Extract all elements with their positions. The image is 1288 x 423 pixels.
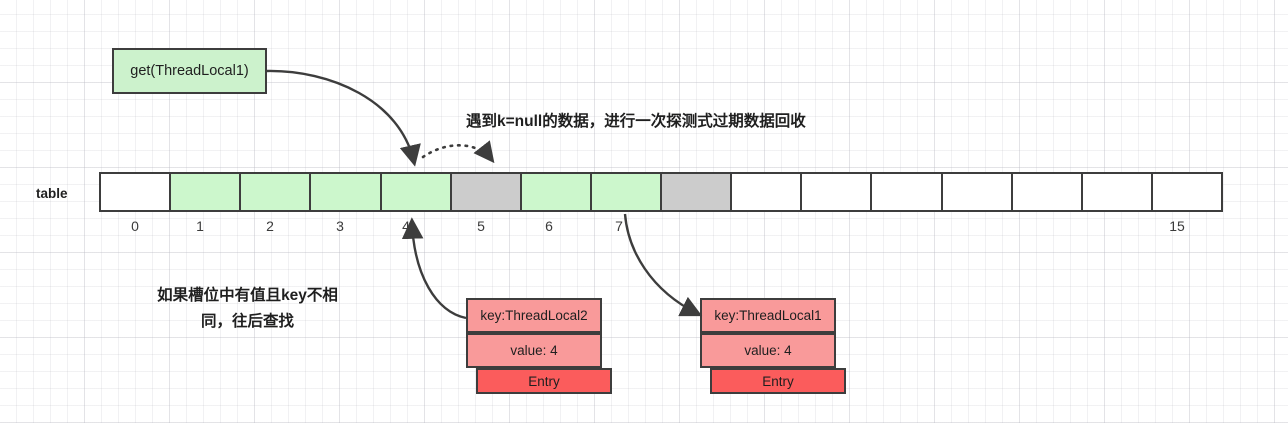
table-cell-1 — [171, 174, 242, 210]
table-cell-4 — [381, 174, 452, 210]
table-index-15: 15 — [1169, 218, 1185, 234]
entry-box-threadlocal2: key:ThreadLocal2 value: 4 Entry — [466, 298, 612, 394]
get-threadlocal-box: get(ThreadLocal1) — [112, 48, 267, 94]
table-index-6: 6 — [545, 218, 553, 234]
table-cell-6 — [521, 174, 592, 210]
table-cell-5 — [451, 174, 522, 210]
annotation-left-line-2: 同，往后查找 — [200, 313, 294, 330]
table-index-4: 4 — [402, 218, 410, 234]
table-cell-8 — [662, 174, 733, 210]
table-index-3: 3 — [336, 218, 344, 234]
get-threadlocal-label: get(ThreadLocal1) — [130, 63, 249, 79]
table-cell-0 — [101, 174, 172, 210]
entry-value: value: 4 — [700, 333, 836, 368]
entry-box-threadlocal1: key:ThreadLocal1 value: 4 Entry — [700, 298, 846, 394]
annotation-top: 遇到k=null的数据，进行一次探测式过期数据回收 — [466, 113, 806, 130]
table-row — [99, 172, 1223, 212]
table-index-5: 5 — [477, 218, 485, 234]
table-cell-13 — [1012, 174, 1083, 210]
table-cell-12 — [942, 174, 1013, 210]
arrow-probe-slot4-to-slot5 — [421, 140, 495, 164]
table-cell-2 — [241, 174, 312, 210]
table-cell-7 — [591, 174, 662, 210]
entry-footer: Entry — [710, 368, 846, 394]
table-index-7: 7 — [615, 218, 623, 234]
table-cell-14 — [1082, 174, 1153, 210]
arrow-entry-threadlocal2-to-slot4 — [401, 217, 467, 320]
table-cell-11 — [872, 174, 943, 210]
table-cell-10 — [802, 174, 873, 210]
table-cell-3 — [311, 174, 382, 210]
entry-value: value: 4 — [466, 333, 602, 368]
annotation-left: 如果槽位中有值且key不相 同，往后查找 — [110, 283, 385, 335]
entry-footer: Entry — [476, 368, 612, 394]
entry-key: key:ThreadLocal2 — [466, 298, 602, 333]
table-index-1: 1 — [196, 218, 204, 234]
table-cell-9 — [732, 174, 803, 210]
table-index-2: 2 — [266, 218, 274, 234]
table-label: table — [36, 186, 68, 201]
table-cell-15 — [1152, 174, 1221, 210]
arrow-get-to-slot4 — [266, 69, 421, 167]
annotation-left-line-1: 如果槽位中有值且key不相 — [157, 287, 338, 304]
table-index-0: 0 — [131, 218, 139, 234]
entry-key: key:ThreadLocal1 — [700, 298, 836, 333]
